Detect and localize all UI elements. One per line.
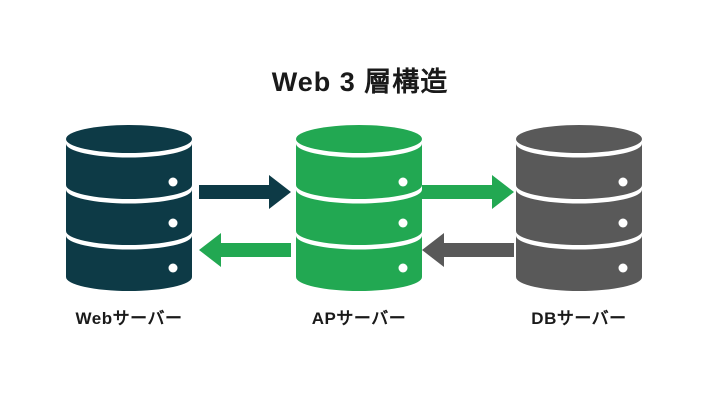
node-label-web-server: Webサーバー	[75, 309, 183, 328]
database-icon	[516, 125, 642, 291]
arrow-left-ap-to-web-icon	[199, 233, 291, 267]
node-ap-server: APサーバー	[295, 125, 423, 329]
diagram-title: Web 3 層構造	[271, 67, 449, 97]
node-label-db-server: DBサーバー	[531, 309, 627, 328]
database-icon	[66, 125, 192, 291]
node-web-server: Webサーバー	[65, 125, 193, 329]
node-db-server: DBサーバー	[515, 125, 643, 329]
database-icon	[296, 125, 422, 291]
node-label-ap-server: APサーバー	[311, 309, 407, 328]
arrow-left-db-to-ap-icon	[422, 233, 514, 267]
arrow-right-web-to-ap-icon	[199, 175, 291, 209]
arrow-right-ap-to-db-icon	[422, 175, 514, 209]
